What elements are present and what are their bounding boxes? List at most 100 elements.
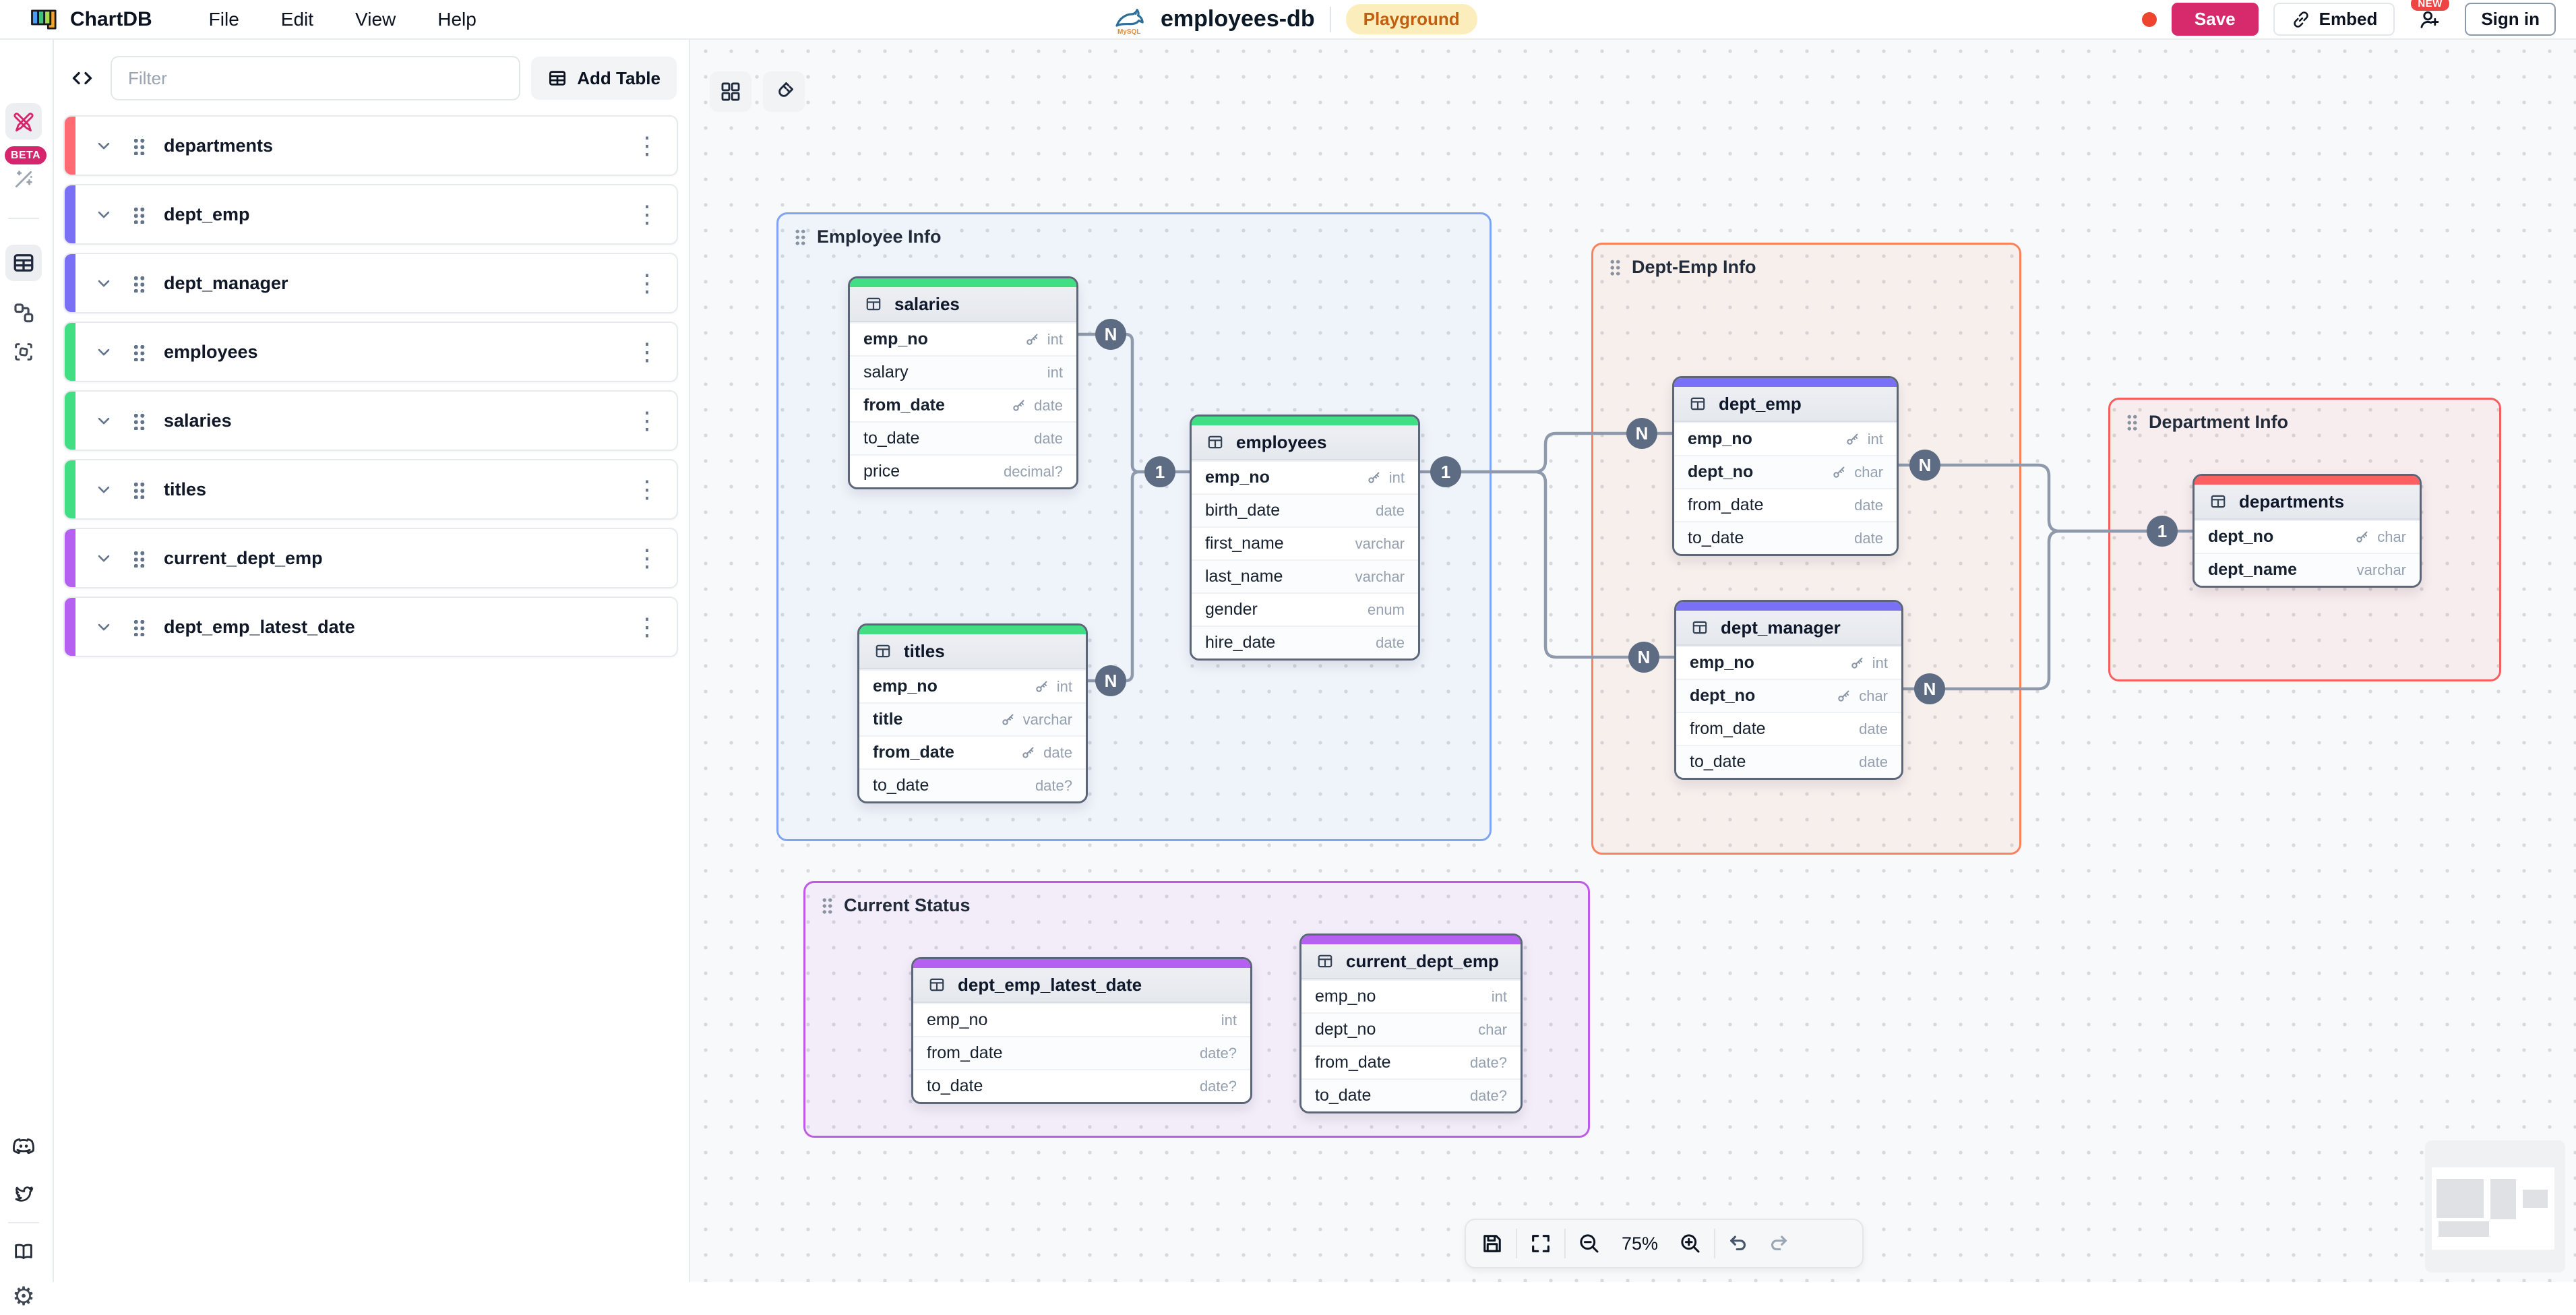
add-table-button[interactable]: Add Table — [531, 57, 677, 100]
divider — [1564, 1229, 1566, 1258]
relationships-tab-button[interactable] — [5, 295, 42, 331]
chevron-down-icon[interactable] — [94, 549, 113, 568]
redo-button[interactable] — [1758, 1225, 1798, 1262]
drag-handle[interactable] — [132, 205, 145, 224]
kebab-menu-icon[interactable]: ⋮ — [635, 406, 659, 434]
kebab-menu-icon[interactable]: ⋮ — [635, 200, 659, 228]
save-button[interactable]: Save — [2171, 3, 2259, 36]
areas-tab-button[interactable] — [5, 334, 42, 370]
show-all-button[interactable] — [710, 71, 752, 112]
table-list-item-titles[interactable]: titles⋮ — [63, 459, 678, 520]
kebab-menu-icon[interactable]: ⋮ — [635, 612, 659, 640]
chevron-down-icon[interactable] — [94, 274, 113, 293]
drag-handle[interactable] — [132, 274, 145, 293]
table-node-header[interactable]: dept_emp — [1674, 387, 1897, 422]
table-node-header[interactable]: employees — [1192, 425, 1418, 460]
field-type: int — [1024, 331, 1063, 348]
drag-handle[interactable] — [132, 480, 145, 499]
chevron-down-icon[interactable] — [94, 411, 113, 430]
zoom-out-button[interactable] — [1570, 1225, 1609, 1262]
chevron-down-icon[interactable] — [94, 205, 113, 224]
kebab-menu-icon[interactable]: ⋮ — [635, 543, 659, 572]
table-node-header[interactable]: salaries — [850, 287, 1076, 322]
kebab-menu-icon[interactable]: ⋮ — [635, 131, 659, 159]
kebab-menu-icon[interactable]: ⋮ — [635, 337, 659, 365]
diagram-title[interactable]: employees-db — [1160, 6, 1315, 32]
kebab-menu-icon[interactable]: ⋮ — [635, 475, 659, 503]
drag-handle[interactable] — [822, 896, 833, 915]
drag-handle[interactable] — [795, 228, 806, 246]
field-name: to_date — [1315, 1086, 1372, 1105]
docs-button[interactable] — [5, 1233, 42, 1269]
key-icon — [1366, 470, 1382, 486]
field-type: date — [1859, 721, 1888, 738]
undo-button[interactable] — [1719, 1225, 1758, 1262]
minimap[interactable] — [2425, 1140, 2565, 1273]
drag-handle[interactable] — [1609, 258, 1621, 276]
drag-handle[interactable] — [132, 411, 145, 430]
table-list-item-current_dept_emp[interactable]: current_dept_emp⋮ — [63, 528, 678, 588]
table-list-item-employees[interactable]: employees⋮ — [63, 322, 678, 382]
chevron-down-icon[interactable] — [94, 136, 113, 155]
key-icon — [1845, 431, 1861, 448]
table-list-item-salaries[interactable]: salaries⋮ — [63, 390, 678, 451]
menu-help[interactable]: Help — [437, 8, 477, 30]
discord-link-button[interactable] — [5, 1129, 42, 1165]
drag-handle[interactable] — [132, 342, 145, 361]
embed-button[interactable]: Embed — [2273, 3, 2395, 36]
twitter-link-button[interactable] — [5, 1176, 42, 1213]
view-code-button[interactable] — [65, 61, 100, 96]
save-diagram-button[interactable] — [1473, 1225, 1512, 1262]
chevron-down-icon[interactable] — [94, 480, 113, 499]
chevron-down-icon[interactable] — [94, 342, 113, 361]
invite-user-button[interactable]: NEW — [2410, 0, 2450, 36]
kebab-menu-icon[interactable]: ⋮ — [635, 268, 659, 297]
menu-view[interactable]: View — [355, 8, 396, 30]
table-node-header[interactable]: current_dept_emp — [1301, 944, 1521, 979]
key-icon — [2354, 529, 2370, 545]
table-node-header[interactable]: dept_manager — [1676, 611, 1901, 646]
drag-handle[interactable] — [2126, 413, 2138, 431]
zoom-in-button[interactable] — [1671, 1225, 1710, 1262]
sign-in-button[interactable]: Sign in — [2465, 3, 2556, 36]
menu-file[interactable]: File — [208, 8, 239, 30]
drag-handle[interactable] — [132, 549, 145, 568]
table-list-item-dept_emp_latest_date[interactable]: dept_emp_latest_date⋮ — [63, 597, 678, 657]
drag-handle[interactable] — [132, 617, 145, 636]
table-node-header[interactable]: departments — [2195, 485, 2420, 520]
embed-label: Embed — [2319, 9, 2378, 29]
table-color-strip — [1676, 602, 1901, 611]
field-type-label: date — [1034, 429, 1063, 447]
table-list-item-departments[interactable]: departments⋮ — [63, 115, 678, 176]
table-node-header[interactable]: dept_emp_latest_date — [913, 968, 1250, 1003]
table-icon — [2209, 493, 2227, 510]
minimap-node-block — [2439, 1221, 2489, 1237]
field-type-label: date? — [1469, 1087, 1507, 1104]
fit-view-button[interactable] — [1521, 1225, 1560, 1262]
filter-input[interactable] — [111, 56, 521, 100]
settings-button[interactable]: ⚙ — [5, 1279, 42, 1315]
zoom-level[interactable]: 75% — [1621, 1233, 1659, 1254]
snap-to-grid-button[interactable] — [763, 71, 805, 112]
table-icon — [1691, 619, 1709, 636]
table-list-item-dept_manager[interactable]: dept_manager⋮ — [63, 253, 678, 313]
magic-wand-button[interactable] — [5, 161, 42, 197]
chevron-down-icon[interactable] — [94, 617, 113, 636]
table-node-header[interactable]: titles — [859, 634, 1086, 669]
drag-handle[interactable] — [132, 136, 145, 155]
field-type: varchar — [2357, 561, 2406, 579]
menu-edit[interactable]: Edit — [280, 8, 314, 30]
magnet-icon — [772, 80, 795, 103]
editor-tool-button[interactable] — [5, 103, 42, 140]
table-list-item-dept_emp[interactable]: dept_emp⋮ — [63, 184, 678, 245]
tables-tab-button[interactable] — [5, 245, 42, 281]
